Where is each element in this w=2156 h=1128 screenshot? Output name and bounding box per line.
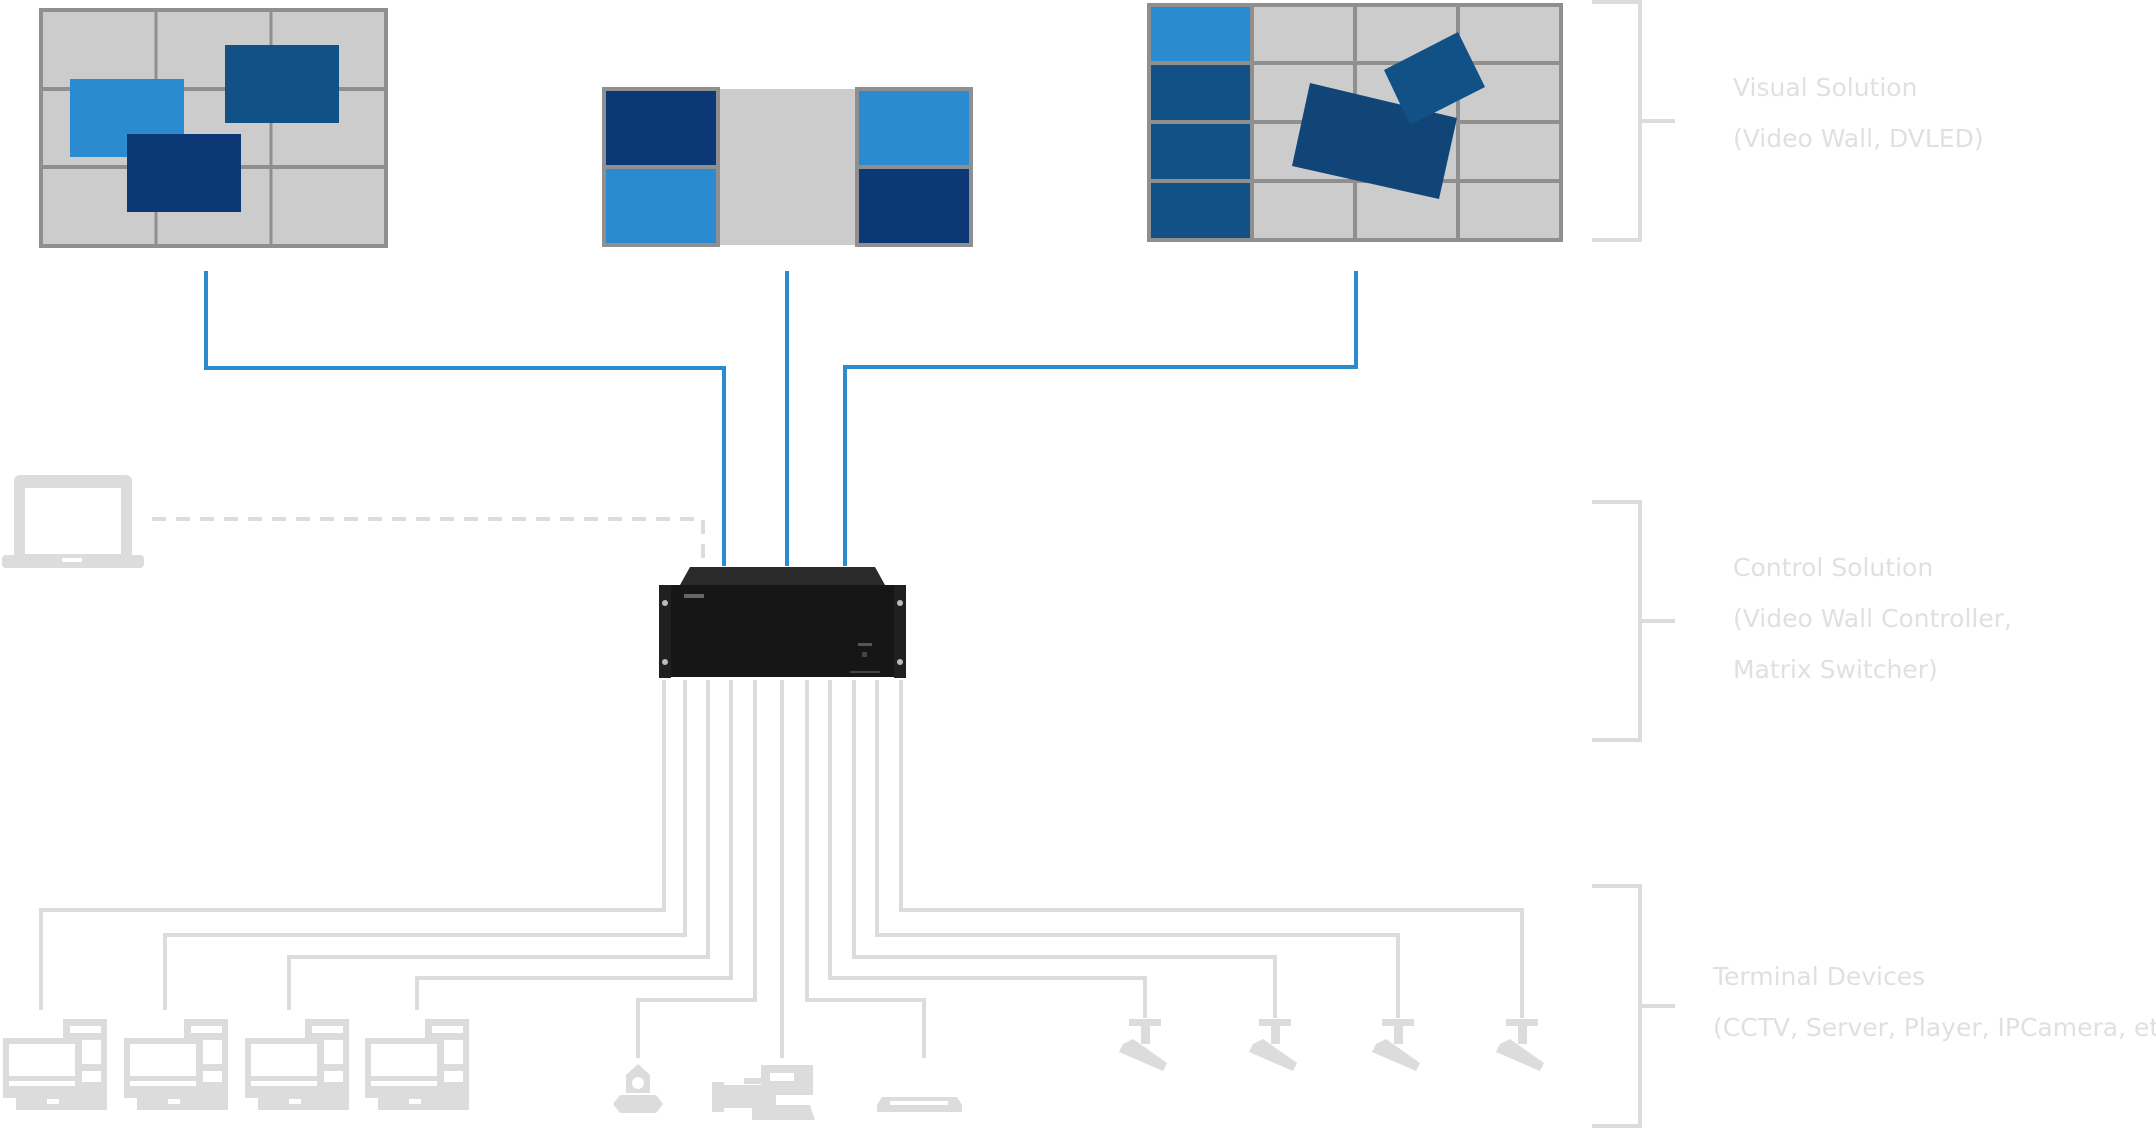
laptop-icon[interactable] [2, 475, 144, 568]
window-dark-blue [127, 134, 241, 212]
cctv-camera-icon[interactable] [1496, 1019, 1544, 1071]
section-title: Visual Solution [1733, 73, 1918, 102]
section-label-control: Control Solution (Video Wall Controller,… [1733, 542, 2012, 695]
section-label-visual: Visual Solution (Video Wall, DVLED) [1733, 62, 1984, 164]
bracket-terminal [1592, 884, 1642, 1128]
terminal-wiring [39, 680, 1524, 1058]
section-label-terminal: Terminal Devices (CCTV, Server, Player, … [1713, 951, 2156, 1053]
cctv-camera-icon[interactable] [1249, 1019, 1297, 1071]
laptop-dashed-link [152, 517, 705, 566]
section-subtitle: (Video Wall Controller, [1733, 604, 2012, 633]
cctv-camera-icon[interactable] [1372, 1019, 1420, 1071]
bracket-visual [1592, 0, 1642, 242]
section-subtitle: Matrix Switcher) [1733, 655, 1938, 684]
rotated-window-small [1384, 32, 1485, 125]
section-title: Terminal Devices [1713, 962, 1926, 991]
window-mid-blue [225, 45, 339, 123]
dual-display-wall[interactable] [602, 87, 973, 247]
video-wall-4x4[interactable] [1147, 3, 1563, 242]
desktop-computer-icon[interactable] [245, 1019, 349, 1110]
section-subtitle: (Video Wall, DVLED) [1733, 124, 1984, 153]
ptz-camera-icon[interactable] [613, 1064, 663, 1113]
rack-controller-icon[interactable] [659, 567, 906, 678]
media-player-icon[interactable] [877, 1097, 962, 1112]
section-title: Control Solution [1733, 553, 1934, 582]
cctv-camera-icon[interactable] [1119, 1019, 1167, 1071]
video-wall-3x3[interactable] [39, 8, 388, 248]
section-brackets [1592, 0, 1675, 1128]
desktop-computer-icon[interactable] [365, 1019, 469, 1110]
video-camera-icon[interactable] [712, 1065, 815, 1120]
visual-links [204, 271, 1358, 566]
desktop-computer-icon[interactable] [124, 1019, 228, 1110]
section-subtitle: (CCTV, Server, Player, IPCamera, etc.) [1713, 1013, 2156, 1042]
bracket-control [1592, 500, 1642, 742]
desktop-computer-icon[interactable] [3, 1019, 107, 1110]
